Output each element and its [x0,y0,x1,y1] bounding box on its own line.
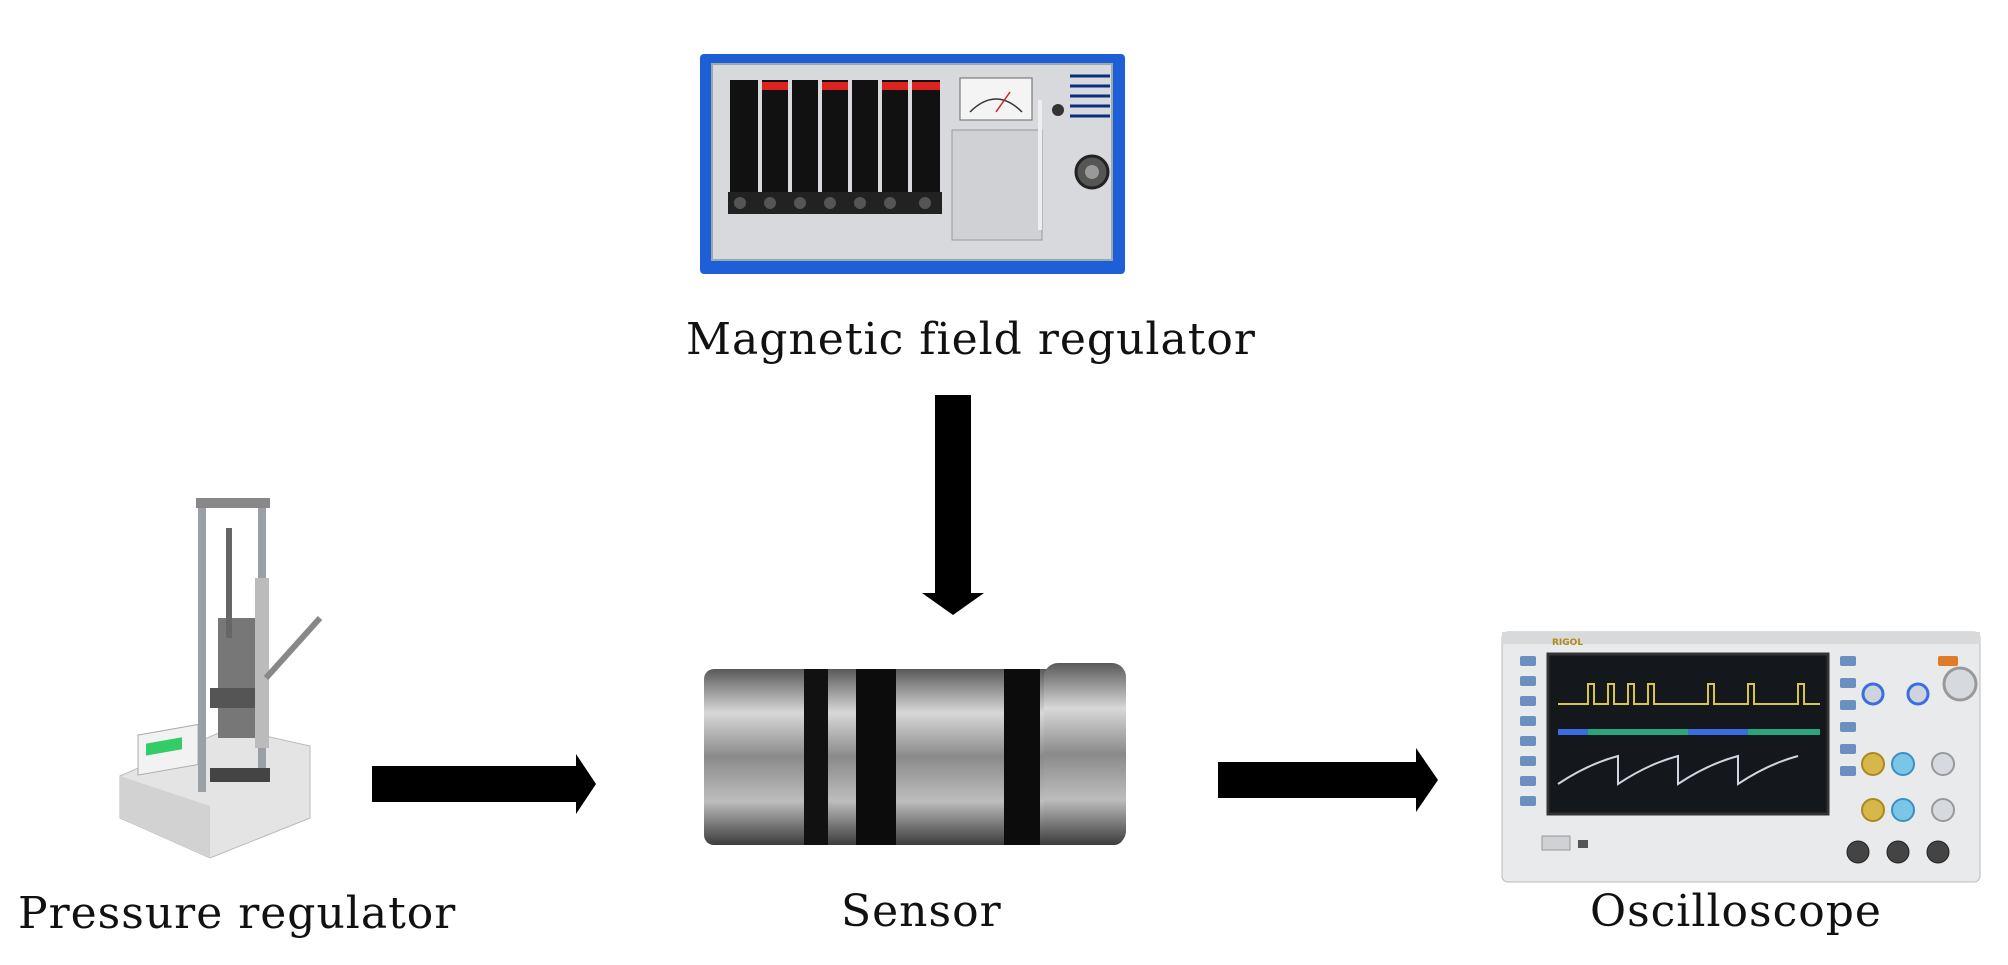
oscilloscope-label: Oscilloscope [1590,886,1882,937]
oscilloscope-image: RIGOL [1498,614,1988,884]
oscilloscope-brand: RIGOL [1552,638,1583,648]
pressure-tester-icon [119,498,323,859]
down-arrow-icon [922,395,984,615]
oscilloscope-icon: RIGOL [1501,631,1981,883]
cylindrical-sensor-icon [704,663,1126,845]
magnetic-field-regulator-icon [700,54,1125,274]
right-arrow-icon [372,754,596,814]
arrow-magnetic-to-sensor [918,395,988,617]
arrow-sensor-to-oscilloscope [1218,748,1440,812]
sensor-image [704,655,1134,849]
right-arrow-icon [1218,748,1438,812]
arrow-pressure-to-sensor [372,754,598,814]
sensor-label: Sensor [841,886,1002,937]
magnetic-field-regulator-label: Magnetic field regulator [686,314,1256,365]
pressure-regulator-image [110,488,325,863]
magnetic-field-regulator-image [700,50,1130,275]
pressure-regulator-label: Pressure regulator [18,888,457,939]
